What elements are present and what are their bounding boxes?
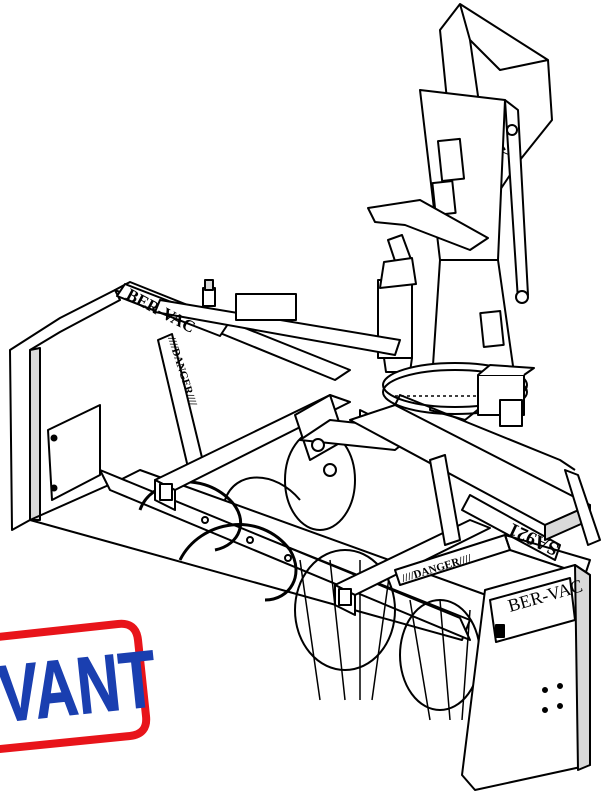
stamp-text: VANT xyxy=(0,633,160,739)
right-side-panel xyxy=(461,564,591,791)
right-support-arm xyxy=(429,454,601,546)
left-side-panel xyxy=(9,289,121,531)
discharge-chute xyxy=(367,89,529,421)
chute-rotation-ring xyxy=(382,362,535,427)
upper-frame-beam xyxy=(114,279,401,381)
stamp-logo: VANT xyxy=(0,619,161,754)
